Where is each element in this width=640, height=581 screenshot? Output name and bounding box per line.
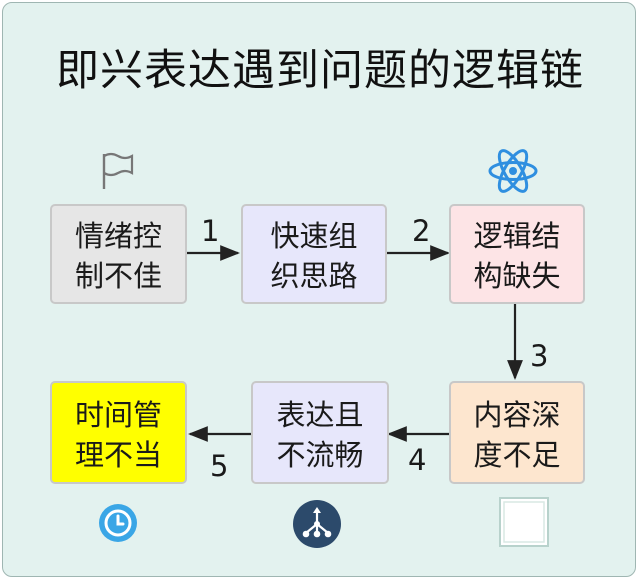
box-time-management: 时间管 理不当 — [50, 381, 187, 484]
flag-icon — [102, 152, 134, 189]
arrow-layer — [187, 245, 523, 442]
square-outline-icon — [499, 497, 549, 547]
step-5: 5 — [210, 449, 229, 483]
box-content-depth: 内容深 度不足 — [449, 381, 585, 484]
box-expression-fluency: 表达且 不流畅 — [251, 381, 389, 484]
step-4: 4 — [408, 443, 427, 477]
box-logic-missing: 逻辑结 构缺失 — [449, 204, 585, 304]
step-1: 1 — [201, 214, 220, 248]
hierarchy-icon — [293, 500, 341, 548]
step-3: 3 — [530, 339, 549, 373]
diagram-title: 即兴表达遇到问题的逻辑链 — [56, 46, 584, 96]
atom-icon — [488, 149, 538, 193]
step-2: 2 — [412, 214, 431, 248]
clock-icon — [99, 504, 137, 542]
box-organize-thoughts: 快速组 织思路 — [241, 204, 387, 304]
box-emotion-control: 情绪控 制不佳 — [50, 204, 187, 304]
